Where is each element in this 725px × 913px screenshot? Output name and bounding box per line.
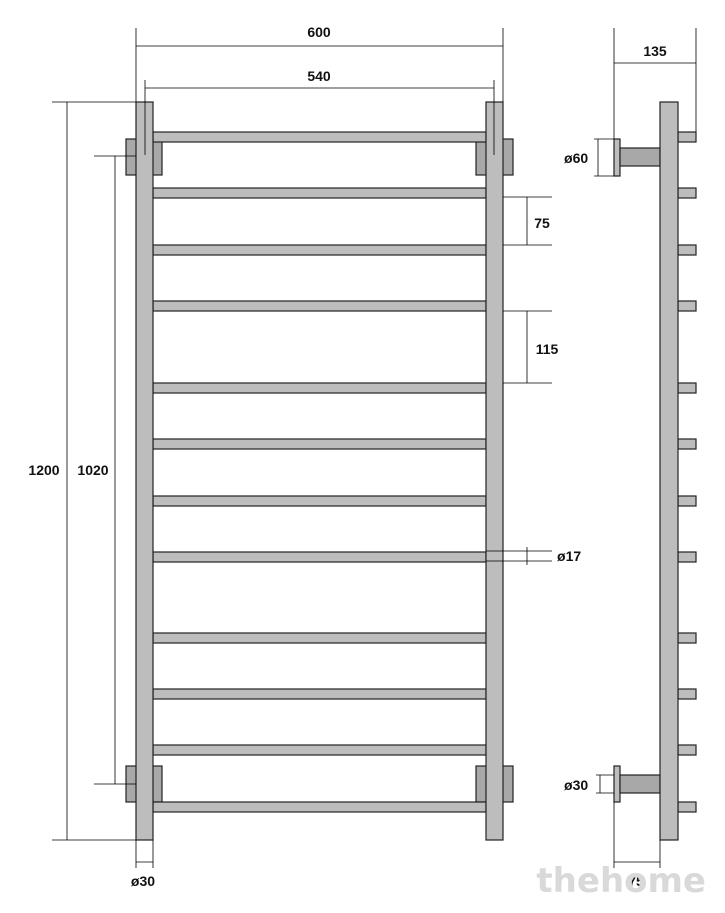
side-rung-stub <box>677 551 697 563</box>
bottom-wall-flange <box>613 765 621 803</box>
rung <box>152 438 487 450</box>
dim-bottom-flange-diameter-value: 30 <box>573 777 589 793</box>
front-view <box>125 101 514 841</box>
side-rung-stub <box>677 131 697 143</box>
diameter-symbol: ø <box>564 777 573 793</box>
dim-upright-diameter: ø30 <box>131 873 155 889</box>
dim-inner-width: 540 <box>307 68 331 84</box>
right-upright <box>485 101 504 841</box>
top-wall-flange <box>613 138 621 177</box>
dim-mount-spacing: 1020 <box>77 462 108 478</box>
rung <box>152 632 487 644</box>
dim-rung-spacing-large: 115 <box>536 341 559 357</box>
dim-overall-height: 1200 <box>28 462 59 478</box>
dim-upright-diameter-value: 30 <box>139 873 155 889</box>
rung <box>152 551 487 563</box>
rung <box>152 744 487 756</box>
side-rung-stub <box>677 632 697 644</box>
rung <box>152 131 487 143</box>
rungs <box>152 131 487 813</box>
side-dimensions: 135 ø60 ø30 75 <box>564 28 697 889</box>
dim-top-flange-diameter: ø60 <box>564 150 588 166</box>
dim-top-flange-diameter-value: 60 <box>573 150 589 166</box>
diameter-symbol: ø <box>557 548 566 564</box>
rung <box>152 187 487 199</box>
rung <box>152 382 487 394</box>
rung <box>152 495 487 507</box>
top-wall-arm <box>619 147 661 167</box>
rung <box>152 801 487 813</box>
side-rung-stub <box>677 688 697 700</box>
side-rung-stub <box>677 438 697 450</box>
side-rung-stubs <box>677 131 697 813</box>
side-rung-stub <box>677 801 697 813</box>
dim-bottom-flange-diameter: ø30 <box>564 777 588 793</box>
rung <box>152 688 487 700</box>
rung <box>152 300 487 312</box>
dim-bottom-offset: 75 <box>628 873 644 889</box>
side-rung-stub <box>677 495 697 507</box>
dim-wall-depth: 135 <box>643 43 667 59</box>
side-rung-stub <box>677 300 697 312</box>
diameter-symbol: ø <box>131 873 140 889</box>
left-upright <box>135 101 154 841</box>
dim-rung-diameter-value: 17 <box>566 548 582 564</box>
side-rung-stub <box>677 382 697 394</box>
dim-rung-diameter: ø17 <box>557 548 581 564</box>
dim-overall-width: 600 <box>307 24 331 40</box>
front-dimensions: 600 540 1200 1020 75 115 ø17 <box>28 24 581 889</box>
dim-rung-spacing-small: 75 <box>534 215 550 231</box>
side-rung-stub <box>677 244 697 256</box>
watermark: thehome <box>536 861 706 901</box>
side-rung-stub <box>677 187 697 199</box>
side-upright <box>659 101 679 841</box>
side-view <box>613 101 697 841</box>
side-rung-stub <box>677 744 697 756</box>
diameter-symbol: ø <box>564 150 573 166</box>
rung <box>152 244 487 256</box>
bottom-wall-arm <box>619 774 661 794</box>
